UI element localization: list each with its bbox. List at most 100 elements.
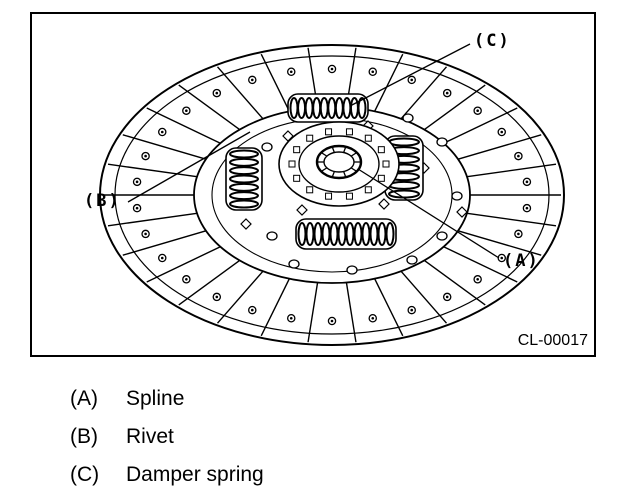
facing-rivet-center [371, 316, 375, 320]
hub-tooth [382, 160, 390, 168]
hub-tooth [345, 192, 353, 200]
figure-code: CL-00017 [517, 332, 588, 349]
facing-rivet-center [500, 256, 504, 260]
spline-tooth [350, 167, 358, 172]
facing-rivet-center [525, 180, 529, 184]
legend-text: Rivet [126, 425, 174, 448]
facing-groove [146, 246, 221, 283]
facing-groove [216, 270, 264, 324]
facing-groove [374, 278, 404, 337]
plate-hole [406, 255, 418, 265]
spline-tooth [343, 146, 347, 153]
facing-groove [374, 53, 404, 112]
hub-tooth [306, 186, 314, 194]
spline-tooth [320, 152, 328, 157]
spline-tooth [350, 152, 358, 157]
spring-left-coil [229, 182, 259, 192]
hub-tooth [364, 134, 372, 142]
facing-groove [400, 66, 448, 120]
plate-hole [436, 137, 448, 147]
facing-rivet-center [476, 278, 479, 281]
facing-rivet-center [144, 154, 147, 158]
leader-b [127, 131, 251, 203]
leader-c [349, 43, 471, 107]
hub-tooth [377, 146, 385, 154]
facing-rivet-center [410, 308, 414, 312]
spline-tooth [331, 171, 335, 178]
facing-rivet-center [135, 180, 139, 184]
legend-text: Spline [126, 387, 185, 410]
facing-rivet-center [215, 295, 219, 299]
hub-tooth [325, 192, 333, 200]
facing-rivet-center [330, 67, 334, 71]
plate-window [240, 218, 252, 230]
spline-tooth [343, 171, 347, 178]
plate-hole [346, 265, 358, 275]
facing-groove [107, 163, 198, 178]
spring-left-coil [229, 199, 259, 209]
spline-tooth [331, 146, 335, 153]
facing-groove [178, 84, 241, 131]
hub-tooth [364, 186, 372, 194]
callout-a-label: (A) [503, 251, 540, 271]
hub-tooth [293, 146, 301, 154]
facing-groove [122, 230, 207, 256]
hub-tooth [325, 128, 333, 136]
leader-a [357, 168, 500, 259]
spring-bottom-coil [385, 222, 395, 246]
plate-hole [451, 191, 463, 201]
facing-groove [307, 282, 319, 343]
callout-b-label: (B) [84, 191, 121, 211]
hub-tooth [293, 174, 301, 182]
facing-groove [443, 246, 518, 283]
leader-lines [127, 43, 500, 259]
plate-window [296, 204, 308, 216]
figure-frame: (C) (B) (A) CL-00017 [30, 12, 596, 357]
legend-key: (A) [70, 387, 98, 410]
spring-left-coil [229, 157, 259, 167]
spring-left-coil [229, 166, 259, 176]
spring-left-coil [229, 191, 259, 201]
spring-left-coil [229, 149, 259, 159]
hub-tooth [377, 174, 385, 182]
facing-rivet-center [250, 78, 254, 82]
facing-groove [122, 134, 207, 160]
hub-tooth [306, 134, 314, 142]
facing-rivet-center [185, 278, 188, 281]
plate-window [456, 206, 468, 218]
plate-hole [402, 113, 414, 123]
facing-rivet-center [371, 70, 375, 74]
spring-top-coil [357, 97, 367, 119]
hub-tooth [345, 128, 353, 136]
facing-rivet-center [289, 316, 293, 320]
facing-rivet-center [476, 109, 479, 112]
facing-groove [457, 230, 542, 256]
facing-rivet-center [445, 91, 449, 95]
facing-groove [178, 259, 241, 306]
facing-rivet-center [517, 154, 520, 158]
facing-rivet-center [215, 91, 219, 95]
facing-groove [466, 212, 557, 227]
plate-window [378, 198, 390, 210]
facing-groove [443, 107, 518, 144]
facing-groove [400, 270, 448, 324]
facing-groove [216, 66, 264, 120]
facing-rivet-center [160, 130, 164, 134]
facing-groove [107, 212, 198, 227]
plate-hole [261, 142, 273, 152]
facing-groove [146, 107, 221, 144]
facing-rivet-center [135, 206, 139, 210]
facing-groove [466, 163, 557, 178]
facing-rivet-center [525, 206, 529, 210]
facing-rivet-center [500, 130, 504, 134]
facing-groove [423, 259, 486, 306]
spring-left-window [225, 147, 263, 211]
facing-rivet-center [289, 70, 293, 74]
facing-rivet-center [410, 78, 414, 82]
hub-tooth [288, 160, 296, 168]
facing-rivet-center [330, 319, 334, 323]
clutch-disc-illustration [99, 43, 565, 346]
facing-groove [345, 282, 357, 343]
facing-rivet-center [144, 232, 147, 236]
spring-left-coil [229, 174, 259, 184]
